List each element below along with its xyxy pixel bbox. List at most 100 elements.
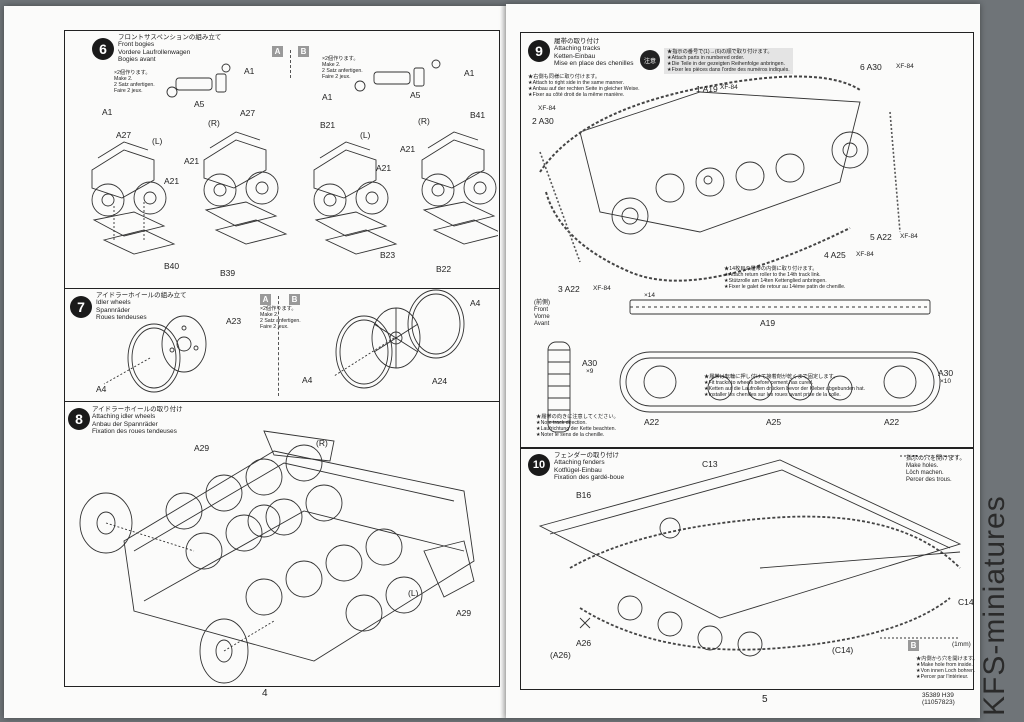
step8-label-l: (L) (408, 588, 419, 598)
step6-title: フロントサスペンションの組み立て Front bogies Vordere La… (118, 34, 222, 64)
step9-bottom-a30-left: A30 (582, 358, 598, 368)
step6-box-b: B (298, 46, 309, 57)
step9-direction-note: ★履帯の向きに注意してください。★Note track direction.★L… (536, 414, 619, 438)
page-number-left: 4 (262, 688, 268, 699)
step6-label-a27l: A27 (116, 130, 132, 140)
step9-bottom-a22-right: A22 (884, 417, 900, 427)
step10-size-note: (1mm) (952, 641, 971, 648)
step9-caution-notes: ★指示の番号で(1)→(6)の順で取り付けます。★Attach parts in… (664, 48, 793, 74)
step10-panel (520, 448, 974, 690)
step7-title: アイドラーホイールの組み立て Idler wheels Spannräder R… (96, 292, 187, 322)
step9-step1-part: 1 A19 (696, 84, 718, 94)
step8-number: 8 (68, 408, 90, 430)
step6-label-b-a5: A5 (410, 90, 421, 100)
step9-xf-code-2: XF-84 (538, 105, 556, 112)
step9-step3-part: 3 A22 (558, 284, 580, 294)
step6-divider (290, 50, 291, 78)
step9-drawing (539, 75, 941, 433)
instruction-page-right: 9 履帯の取り付け Attaching tracks Ketten-Einbau… (506, 4, 980, 718)
step8-title: アイドラーホイールの取り付け Attaching idler wheels An… (92, 406, 183, 436)
step9-fit-note: ★履帯は転輪に押し付けて接着剤が乾くまで固定します。★Fit tracks to… (704, 374, 865, 398)
step6-drawing (91, 59, 498, 255)
step10-label-b16: B16 (576, 490, 592, 500)
step8-label-a29a: A29 (194, 443, 210, 453)
step9-xf-code-1: XF-84 (720, 84, 738, 91)
step6-label-b40: B40 (164, 261, 180, 271)
step9-x10: ×10 (940, 378, 952, 385)
step8-label-a29b: A29 (456, 608, 472, 618)
step10-title: フェンダーの取り付け Attaching fenders Kotflügel-E… (554, 452, 625, 482)
page-number-right: 5 (762, 694, 768, 705)
step7-box-a: A (260, 294, 271, 305)
caution-badge: 注意 (640, 50, 660, 70)
step6-label-a21r: A21 (184, 156, 200, 166)
step9-bottom-a22-left: A22 (644, 417, 660, 427)
step6-label-b-r: (R) (418, 116, 430, 126)
step6-label-b-a21l: A21 (376, 163, 392, 173)
step9-x14: ×14 (644, 292, 656, 299)
step9-right-side-note: ★右側も同様に取り付けます。★Attach to right side in t… (528, 74, 640, 98)
step6-label-b-a1a: A1 (464, 68, 475, 78)
step6-label-a21l: A21 (164, 176, 180, 186)
step7-label-a24: A24 (432, 376, 448, 386)
step8-panel (64, 401, 500, 687)
step10-label-c14-paren: (C14) (832, 645, 854, 655)
step8-hull-drawing (79, 430, 475, 684)
step7-number: 7 (70, 296, 92, 318)
step6-box-a: A (272, 46, 283, 57)
step6-label-b-l: (L) (360, 130, 371, 140)
step9-x9: ×9 (586, 368, 594, 375)
step7-label-a4c: A4 (470, 298, 481, 308)
step10-inner-holes-note: ★内側から穴を開けます。★Make hole from inside.★Von … (916, 656, 978, 680)
step9-step6-part: 6 A30 (860, 62, 882, 72)
step10-label-a26-paren: (A26) (550, 650, 571, 660)
step9-step2-part: 2 A30 (532, 116, 554, 126)
step9-bottom-a30-right: A30 (938, 368, 954, 378)
step6-label-b41: B41 (470, 110, 486, 120)
step6-label-b-a21r: A21 (400, 144, 416, 154)
step6-number: 6 (92, 38, 114, 60)
step10-number: 10 (528, 454, 550, 476)
step7-divider (278, 296, 279, 396)
step6-label-b22: B22 (436, 264, 452, 274)
step6-label-a5: A5 (194, 99, 205, 109)
step6-label-a1a: A1 (244, 66, 255, 76)
step10-drawing (538, 455, 962, 657)
step7-box-b: B (289, 294, 300, 305)
step7-drawing (103, 289, 465, 393)
step10-label-c13: C13 (702, 459, 718, 469)
step6-make-note-b: ×2個作ります。Make 2.2 Satz anfertigen.Faire 2… (322, 56, 363, 80)
watermark: KFS-miniatures (978, 495, 1011, 716)
instruction-page-left: 6 フロントサスペンションの組み立て Front bogies Vordere … (4, 6, 506, 718)
step9-xf-code-5: XF-84 (900, 233, 918, 240)
step9-step4-part: 4 A25 (824, 250, 846, 260)
step6-label-a27r: A27 (240, 108, 256, 118)
step9-step5-part: 5 A22 (870, 232, 892, 242)
step9-panel (520, 32, 974, 448)
step6-label-a1b: A1 (102, 107, 113, 117)
step10-label-a26: A26 (576, 638, 592, 648)
step10-box-b: B (908, 640, 919, 651)
step6-make-note-a: ×2個作ります。Make 2.2 Satz anfertigen.Faire 2… (114, 70, 155, 94)
step8-label-r: (R) (316, 438, 328, 448)
step9-xf-code-6: XF-84 (896, 63, 914, 70)
step10-holes-note: 指示の穴を開けます。Make holes.Löch machen.Percer … (906, 456, 966, 483)
step6-label-b23: B23 (380, 250, 396, 260)
product-code: 35389 H39 (11057823) (922, 692, 955, 706)
step9-xf-code-3: XF-84 (593, 285, 611, 292)
step6-label-b21: B21 (320, 120, 336, 130)
step9-xf-code-4: XF-84 (856, 251, 874, 258)
step9-bottom-a19: A19 (760, 318, 776, 328)
step9-bottom-a25: A25 (766, 417, 782, 427)
step9-title: 履帯の取り付け Attaching tracks Ketten-Einbau M… (554, 38, 634, 68)
step6-label-l: (L) (152, 136, 163, 146)
step10-label-c14: C14 (958, 597, 974, 607)
step7-label-a4a: A4 (96, 384, 107, 394)
step6-label-b39: B39 (220, 268, 236, 278)
step9-number: 9 (528, 40, 550, 62)
step7-label-a23: A23 (226, 316, 242, 326)
step9-roller-note: ★14枚目の履帯の内側に取り付けます。★Attach return roller… (724, 266, 846, 290)
step7-label-a4b: A4 (302, 375, 313, 385)
step6-label-r: (R) (208, 118, 220, 128)
